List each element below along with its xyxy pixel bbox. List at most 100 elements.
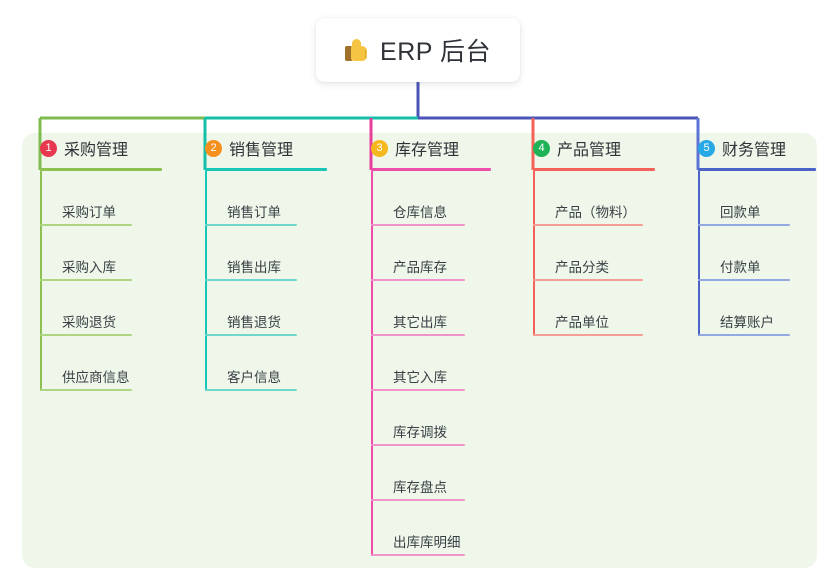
menu-item-rule [371,389,465,391]
menu-item-rule [205,334,297,336]
menu-item[interactable]: 采购入库 [40,226,186,281]
column-header-2[interactable]: 2 销售管理 [191,133,351,163]
menu-item-rule [371,554,465,556]
column-container: 1 采购管理采购订单采购入库采购退货供应商信息 2 销售管理销售订单销售出库销售退货客… [0,133,839,568]
menu-item[interactable]: 产品（物料） [533,171,679,226]
menu-item[interactable]: 客户信息 [205,336,351,391]
menu-item[interactable]: 供应商信息 [40,336,186,391]
menu-item-rule [205,389,297,391]
thumbs-up-icon [345,37,371,63]
menu-item-rule [698,279,790,281]
column-title-4: 产品管理 [557,142,622,159]
column-3: 3 库存管理仓库信息产品库存其它出库其它入库库存调拨库存盘点出库库明细 [357,133,517,556]
menu-item-rule [533,279,643,281]
column-header-rule-2 [205,168,327,171]
menu-item-label: 销售订单 [227,205,281,220]
column-badge-4: 4 [533,139,550,157]
menu-item-rule [698,224,790,226]
column-badge-1: 1 [40,139,57,157]
column-spine-2 [205,171,207,391]
menu-item-label: 库存盘点 [393,480,447,495]
menu-item-label: 销售退货 [227,315,281,330]
menu-item[interactable]: 结算账户 [698,281,834,336]
menu-item-rule [205,279,297,281]
column-5: 5 财务管理回款单付款单结算账户 [684,133,834,336]
menu-item-label: 采购退货 [62,315,116,330]
column-title-1: 采购管理 [64,142,129,159]
column-header-1[interactable]: 1 采购管理 [26,133,186,163]
menu-item[interactable]: 其它入库 [371,336,517,391]
menu-item-label: 回款单 [720,205,761,220]
menu-item-rule [371,224,465,226]
column-spine-4 [533,171,535,336]
menu-item-label: 产品库存 [393,260,447,275]
menu-item-label: 供应商信息 [62,370,130,385]
column-header-rule-3 [371,168,491,171]
column-header-rule-4 [533,168,655,171]
menu-item[interactable]: 库存盘点 [371,446,517,501]
menu-item-label: 销售出库 [227,260,281,275]
menu-item-rule [533,334,643,336]
column-title-5: 财务管理 [722,142,787,159]
menu-item-rule [371,444,465,446]
menu-item[interactable]: 回款单 [698,171,834,226]
column-items-3: 仓库信息产品库存其它出库其它入库库存调拨库存盘点出库库明细 [371,171,517,556]
column-header-4[interactable]: 4 产品管理 [519,133,679,163]
menu-item-label: 出库库明细 [393,535,461,550]
root-node-card[interactable]: ERP 后台 [316,18,520,82]
column-4: 4 产品管理产品（物料） 产品分类产品单位 [519,133,679,336]
column-header-5[interactable]: 5 财务管理 [684,133,834,163]
column-spine-5 [698,171,700,336]
menu-item-rule [205,224,297,226]
column-spine-1 [40,171,42,391]
menu-item-label: 库存调拨 [393,425,447,440]
menu-item-rule [40,224,132,226]
column-spine-3 [371,171,373,556]
menu-item[interactable]: 库存调拨 [371,391,517,446]
menu-item[interactable]: 产品库存 [371,226,517,281]
menu-item[interactable]: 产品单位 [533,281,679,336]
column-header-3[interactable]: 3 库存管理 [357,133,517,163]
menu-item-label: 产品分类 [555,260,609,275]
menu-item-rule [698,334,790,336]
menu-item[interactable]: 出库库明细 [371,501,517,556]
column-2: 2 销售管理销售订单销售出库销售退货客户信息 [191,133,351,391]
menu-item-label: 付款单 [720,260,761,275]
menu-item-rule [533,224,643,226]
menu-item-rule [40,389,132,391]
menu-item-rule [40,279,132,281]
column-badge-5: 5 [698,139,715,157]
column-badge-3: 3 [371,139,388,157]
menu-item-label: 产品（物料） [555,205,636,220]
menu-item[interactable]: 销售订单 [205,171,351,226]
root-node-title: ERP 后台 [380,38,491,66]
menu-item[interactable]: 仓库信息 [371,171,517,226]
menu-item[interactable]: 采购退货 [40,281,186,336]
column-items-1: 采购订单采购入库采购退货供应商信息 [40,171,186,391]
menu-item-rule [40,334,132,336]
column-items-5: 回款单付款单结算账户 [698,171,834,336]
column-1: 1 采购管理采购订单采购入库采购退货供应商信息 [26,133,186,391]
menu-item[interactable]: 销售退货 [205,281,351,336]
column-title-3: 库存管理 [395,142,460,159]
menu-item-label: 采购入库 [62,260,116,275]
menu-item-label: 产品单位 [555,315,609,330]
menu-item[interactable]: 产品分类 [533,226,679,281]
menu-item[interactable]: 销售出库 [205,226,351,281]
menu-item-rule [371,334,465,336]
column-header-rule-1 [40,168,162,171]
column-badge-2: 2 [205,139,222,157]
column-title-2: 销售管理 [229,142,294,159]
column-items-4: 产品（物料） 产品分类产品单位 [533,171,679,336]
menu-item-label: 结算账户 [720,315,774,330]
column-header-rule-5 [698,168,816,171]
menu-item-label: 采购订单 [62,205,116,220]
menu-item[interactable]: 其它出库 [371,281,517,336]
menu-item-label: 仓库信息 [393,205,447,220]
menu-item[interactable]: 采购订单 [40,171,186,226]
menu-item-label: 客户信息 [227,370,281,385]
column-items-2: 销售订单销售出库销售退货客户信息 [205,171,351,391]
menu-item-rule [371,279,465,281]
menu-item-rule [371,499,465,501]
menu-item[interactable]: 付款单 [698,226,834,281]
